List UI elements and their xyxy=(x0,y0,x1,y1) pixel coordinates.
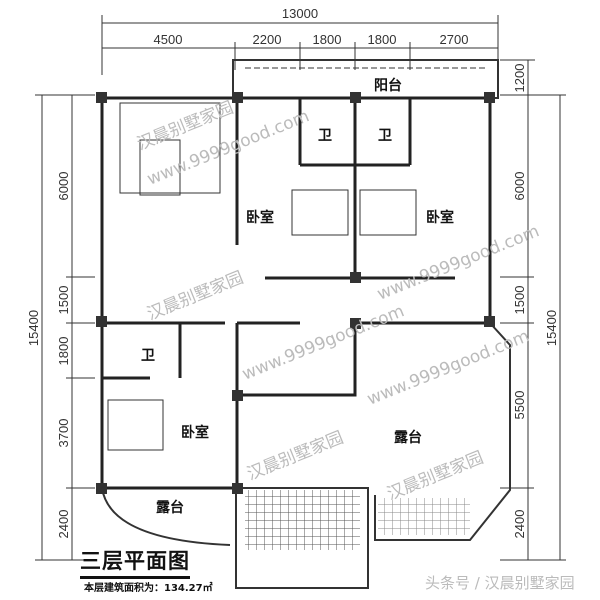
dim-top-5: 2700 xyxy=(440,32,469,47)
dim-left-4: 3700 xyxy=(56,419,71,448)
watermark-text: 汉晨别墅家园 xyxy=(384,448,486,505)
plan-title: 三层平面图 xyxy=(80,545,190,579)
watermark-text: 汉晨别墅家园 xyxy=(244,428,346,485)
room-bedroom-2: 卧室 xyxy=(426,209,454,226)
balcony-railing xyxy=(232,59,499,99)
room-bath-1: 卫 xyxy=(318,128,332,144)
room-bath-2: 卫 xyxy=(378,128,392,144)
room-bath-3: 卫 xyxy=(141,348,155,364)
dim-top-2: 2200 xyxy=(253,32,282,47)
dim-left-1: 6000 xyxy=(56,172,71,201)
source-watermark: 头条号 / 汉晨别墅家园 xyxy=(425,574,575,592)
watermarks: 汉晨别墅家园 www.9999good.com www.9999good.com… xyxy=(134,98,542,505)
walls xyxy=(100,96,492,490)
watermark-text: 汉晨别墅家园 xyxy=(144,268,246,325)
dim-right-1: 1200 xyxy=(512,64,527,93)
room-bedroom-1: 卧室 xyxy=(246,209,274,226)
columns xyxy=(96,92,495,494)
dimension-lines xyxy=(35,15,566,561)
terrace-railings xyxy=(101,322,511,589)
dim-right-4: 5500 xyxy=(512,391,527,420)
floor-area-text: 本层建筑面积为：134.27㎡ xyxy=(84,583,213,594)
room-balcony: 阳台 xyxy=(374,77,402,94)
dim-left-3: 1800 xyxy=(56,337,71,366)
dim-top-4: 1800 xyxy=(368,32,397,47)
watermark-text: www.9999good.com xyxy=(239,301,407,384)
dim-right-2: 6000 xyxy=(512,172,527,201)
terrace-tiles-right xyxy=(378,498,470,535)
room-bedroom-3: 卧室 xyxy=(181,424,209,441)
dim-right-5: 2400 xyxy=(512,510,527,539)
beds xyxy=(107,189,417,451)
dim-top-3: 1800 xyxy=(313,32,342,47)
dim-left-total: 15400 xyxy=(26,310,41,346)
staircase xyxy=(119,102,221,196)
dim-top-total: 13000 xyxy=(282,6,318,21)
watermark-text: www.9999good.com xyxy=(364,326,532,409)
dim-left-2: 1500 xyxy=(56,286,71,315)
dim-left-5: 2400 xyxy=(56,510,71,539)
room-terrace-large: 露台 xyxy=(394,429,422,446)
dim-right-total: 15400 xyxy=(544,310,559,346)
room-terrace-small: 露台 xyxy=(156,499,184,516)
terrace-tiles xyxy=(245,490,360,550)
dim-top-1: 4500 xyxy=(154,32,183,47)
dim-right-3: 1500 xyxy=(512,286,527,315)
